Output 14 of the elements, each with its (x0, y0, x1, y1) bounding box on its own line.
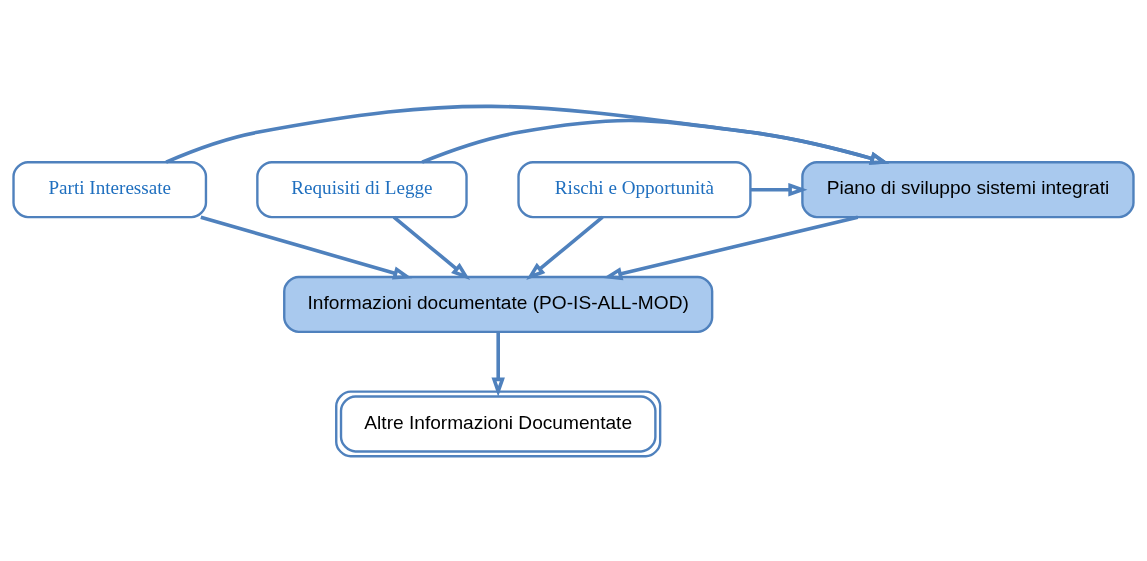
node-box: Piano di sviluppo sistemi integrati (801, 160, 1135, 218)
node-box: Rischi e Opportunità (517, 160, 752, 218)
node-box: Requisiti di Legge (256, 160, 468, 218)
arrow (392, 215, 471, 280)
arrow (200, 215, 413, 279)
arrow (526, 215, 604, 280)
node-box: Parti Interessate (12, 160, 208, 218)
arrow (750, 182, 808, 196)
node-box: Informazioni documentate (PO-IS-ALL-MOD) (283, 275, 714, 333)
arrow (603, 214, 859, 280)
arrow (165, 104, 890, 165)
node-box: Altre Informazioni Documentate (335, 389, 662, 457)
arrow (491, 331, 505, 397)
arrow (421, 118, 890, 165)
